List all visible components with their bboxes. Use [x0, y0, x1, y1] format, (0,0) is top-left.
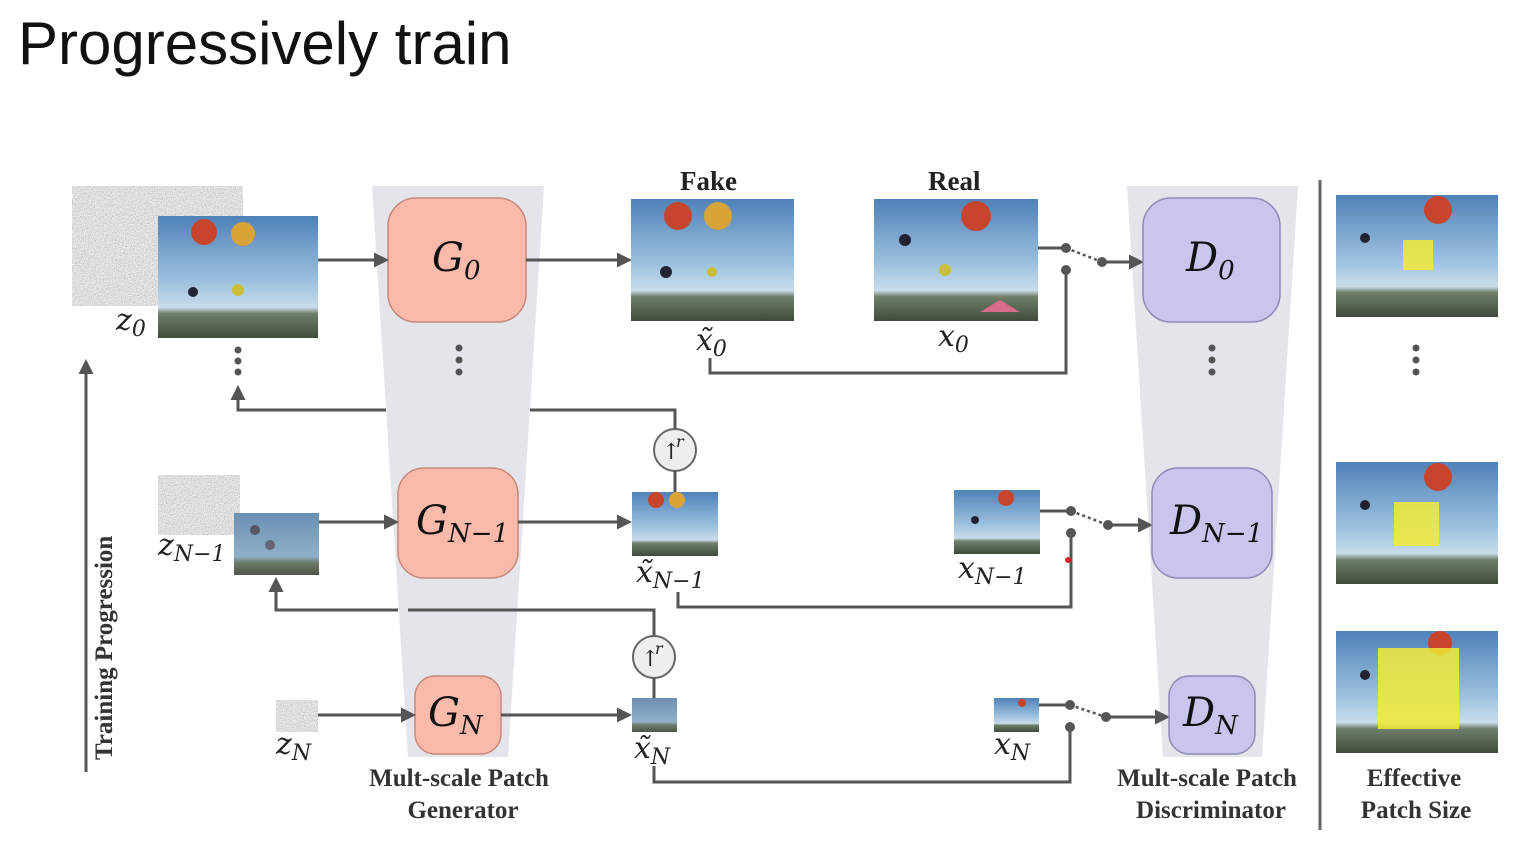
upsample-circle-icon: ↑ r	[653, 428, 697, 472]
upsample-feedback-line-0b	[230, 385, 386, 412]
upsample-feedback-line-n1b	[268, 577, 398, 612]
upsample-feedback-line-0	[530, 408, 677, 430]
upsample-feedback-line-n1	[408, 608, 656, 636]
svg-text:r: r	[655, 639, 664, 658]
svg-text:r: r	[676, 432, 685, 451]
patch-image-small	[1336, 195, 1498, 317]
patch-caption-line2: Patch Size	[1361, 797, 1471, 824]
generated-image-mid-left	[234, 513, 319, 575]
real-heading: Real	[928, 166, 981, 196]
real-label-xN: xN	[994, 727, 1031, 766]
generator-label-gn1: GN−1	[416, 498, 509, 549]
fakeN-to-switch-line	[652, 729, 1072, 784]
vertical-ellipsis-icon	[1208, 344, 1216, 376]
slide-title: Progressively train	[18, 10, 512, 77]
real-label-xN1: xN−1	[958, 551, 1027, 590]
discriminator-box-d0[interactable]	[1142, 197, 1281, 323]
svg-text:↑: ↑	[641, 647, 659, 672]
discriminator-label-d0: D0	[1185, 235, 1235, 286]
switch-icon-n1[interactable]	[1040, 506, 1153, 538]
svg-text:↑: ↑	[662, 440, 680, 465]
discriminator-box-dn1[interactable]	[1151, 467, 1273, 579]
generator-caption-line2: Generator	[407, 797, 518, 824]
switch-icon-0[interactable]	[1038, 243, 1144, 275]
noise-image-zN1	[158, 475, 240, 535]
noise-label-zN: zN	[275, 727, 312, 766]
vertical-ellipsis-icon	[455, 344, 463, 376]
fakeN1-to-switch-line	[676, 535, 1073, 609]
patch-caption-line1: Effective	[1367, 765, 1461, 792]
training-progression-label: Training Progression	[91, 536, 118, 760]
patch-image-medium	[1336, 462, 1498, 584]
discriminator-label-dn: DN	[1182, 690, 1239, 741]
patch-image-large	[1336, 631, 1498, 753]
pointer-dot	[1065, 557, 1071, 563]
discriminator-caption-line2: Discriminator	[1136, 797, 1286, 824]
fake-image-n	[632, 698, 677, 732]
noise-label-zN1: zN−1	[157, 528, 226, 567]
vertical-ellipsis-icon	[234, 346, 242, 376]
real-image-n	[994, 698, 1039, 732]
upsample-circle-icon: ↑ r	[632, 635, 676, 679]
fake-image-0	[631, 199, 794, 321]
fake-label-xN: x̃N	[634, 731, 671, 770]
fake-label-x0: x̃0	[696, 323, 727, 362]
generator-label-gn: GN	[428, 690, 484, 741]
generated-image-top-left	[158, 216, 318, 338]
fake0-to-switch-line	[708, 272, 1068, 375]
fake-heading: Fake	[680, 166, 737, 196]
generator-caption-line1: Mult-scale Patch	[369, 765, 549, 792]
vertical-ellipsis-icon	[1412, 344, 1420, 376]
discriminator-caption-line1: Mult-scale Patch	[1117, 765, 1297, 792]
switch-icon-n[interactable]	[1039, 700, 1170, 732]
noise-image-zN	[276, 700, 318, 732]
fake-label-xN1: x̃N−1	[636, 555, 705, 594]
discriminator-box-dn[interactable]	[1168, 675, 1256, 755]
real-label-x0: x0	[938, 319, 969, 358]
fake-image-n1	[632, 492, 718, 556]
real-image-0	[874, 199, 1038, 321]
noise-label-z0: z0	[115, 303, 146, 342]
generator-label-g0: G0	[432, 235, 481, 286]
real-image-n1	[954, 490, 1040, 554]
discriminator-label-dn1: DN−1	[1169, 498, 1263, 549]
